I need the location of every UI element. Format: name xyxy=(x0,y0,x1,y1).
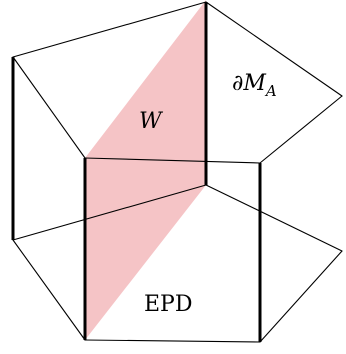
label-epd: EPD xyxy=(144,292,193,317)
label-partial-m-a-sub: A xyxy=(264,82,277,100)
label-partial-m-a: ∂MA xyxy=(232,71,277,100)
label-w: W xyxy=(139,109,164,134)
region-w xyxy=(85,0,206,340)
bottom-face xyxy=(12,184,343,343)
top-face xyxy=(12,1,343,164)
vertical-edges xyxy=(11,2,262,342)
label-partial-m-a-main: ∂M xyxy=(232,71,266,96)
